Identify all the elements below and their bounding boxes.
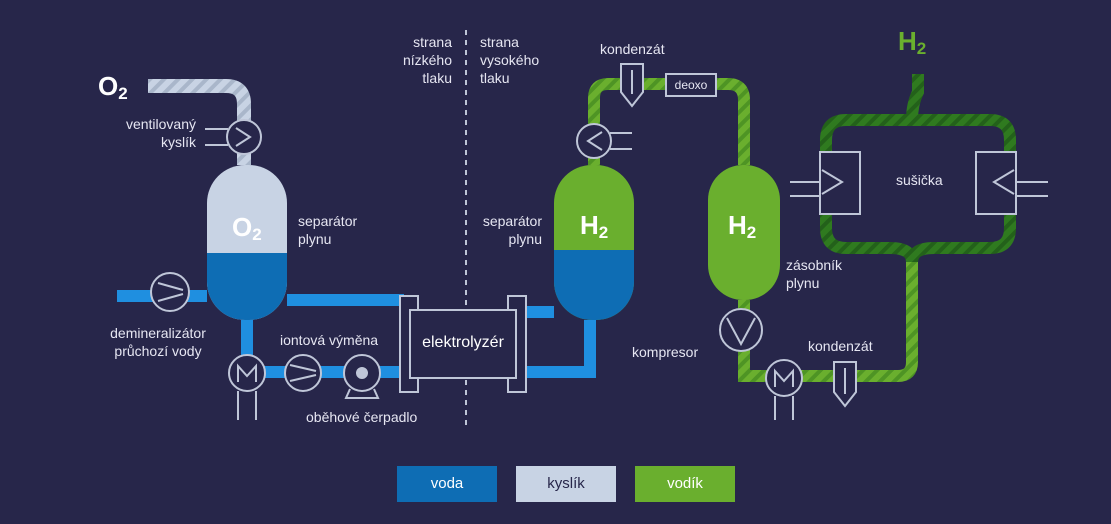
condensate-top-label: kondenzát bbox=[600, 41, 665, 57]
dryer-right-icon bbox=[975, 151, 1048, 215]
h2-output-label: H2 bbox=[898, 26, 927, 58]
electrolyzer-label: elektrolyzér bbox=[422, 334, 504, 351]
ion-exchange-icon bbox=[284, 354, 322, 392]
condensate-trap-bottom-icon bbox=[833, 361, 857, 408]
oxygen-vent-pipe bbox=[148, 79, 251, 165]
hydrogen-separator-tank bbox=[554, 165, 634, 320]
condensate-bottom-label: kondenzát bbox=[808, 338, 873, 354]
legend-oxygen: kyslík bbox=[516, 466, 616, 502]
hydrogen-pipes bbox=[588, 74, 1016, 382]
dryer-left-icon bbox=[790, 151, 861, 215]
compressor-icon bbox=[719, 308, 763, 352]
h2-pipe-deoxo-to-storage bbox=[716, 78, 750, 165]
h2-separator-label: H2 bbox=[580, 210, 609, 242]
h2-storage-label: H2 bbox=[728, 210, 757, 242]
hydrogen-cooler-icon bbox=[576, 123, 632, 159]
h2-pipe-sep-to-condensate bbox=[588, 78, 624, 165]
oxygen-cooler-icon bbox=[205, 119, 262, 155]
ion-exchange-label: iontová výměna bbox=[280, 332, 379, 348]
legend-hydrogen: vodík bbox=[635, 466, 735, 502]
h2-pipe-condensate-to-dryer bbox=[852, 262, 918, 382]
dryer-label: sušička bbox=[896, 172, 943, 188]
water-mixer-icon bbox=[228, 354, 266, 420]
deoxo-label: deoxo bbox=[674, 78, 708, 92]
circulation-pump-icon bbox=[343, 354, 381, 399]
compressor-label: kompresor bbox=[632, 344, 699, 360]
h2-pipe-compressor-return bbox=[738, 346, 838, 382]
demineralizer-pump-icon bbox=[150, 272, 190, 312]
condensate-trap-top-icon bbox=[620, 63, 644, 108]
water-pipe-right-return bbox=[524, 320, 596, 378]
hydrogen-storage-tank bbox=[708, 165, 780, 300]
circulation-pump-label: oběhové čerpadlo bbox=[306, 409, 418, 425]
h2-pipe-outlet bbox=[906, 74, 924, 121]
oxygen-pipes bbox=[148, 79, 251, 165]
o2-vent-label: O2 bbox=[98, 71, 128, 103]
electrolyzer-unit bbox=[399, 295, 527, 393]
deoxo-box bbox=[665, 73, 717, 97]
o2-tank-label: O2 bbox=[232, 212, 262, 244]
compressor-motor-icon bbox=[765, 359, 803, 420]
oxygen-separator-tank bbox=[207, 165, 287, 320]
legend-water: voda bbox=[397, 466, 497, 502]
